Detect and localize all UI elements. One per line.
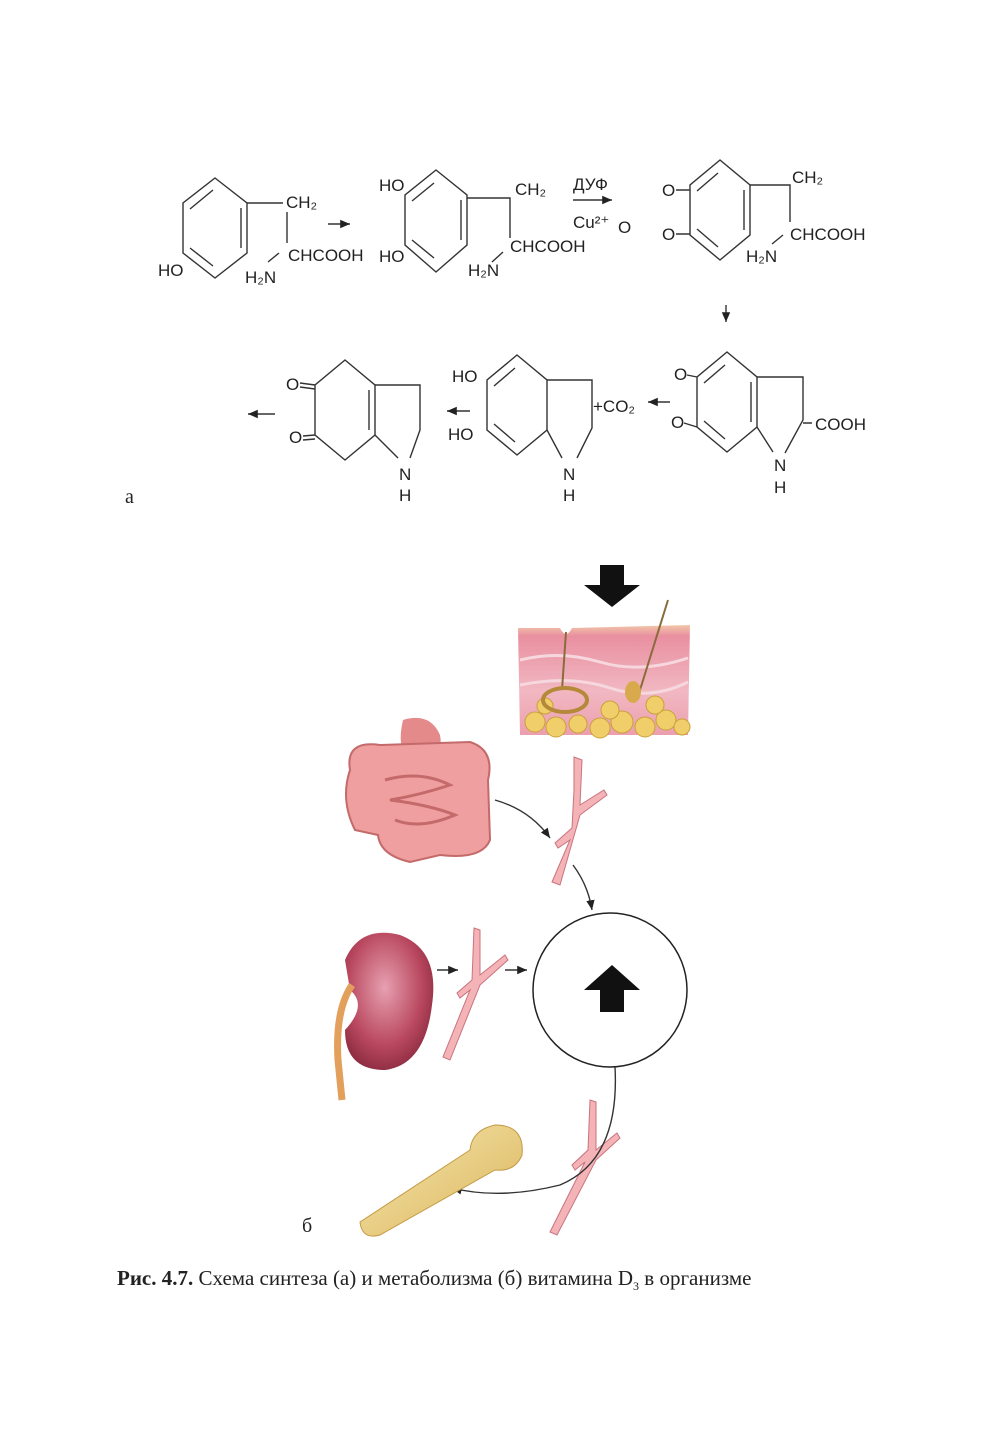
ho-top-label: HO <box>452 367 478 386</box>
o-top-label: O <box>662 181 675 200</box>
figure-caption: Рис. 4.7. Схема синтеза (а) и метаболизм… <box>117 1266 751 1294</box>
h2n-label: H₂N <box>468 261 499 280</box>
h2n-label: H₂N <box>746 247 777 266</box>
molecule-tyrosine: CH₂ CHCOOH H₂N HO <box>158 177 364 287</box>
bone-illustration <box>359 1124 523 1237</box>
up-arrow-icon <box>584 965 640 1012</box>
part-b-label: б <box>302 1215 312 1237</box>
h2n-label: H₂N <box>245 268 276 287</box>
reagent-o: O <box>618 218 631 237</box>
cooh-label: COOH <box>815 415 866 434</box>
caption-prefix: Рис. 4.7. <box>117 1266 194 1290</box>
flow-arrow <box>494 799 551 839</box>
molecule-dopachrome: O O COOH N H <box>671 351 866 497</box>
h-label: H <box>399 486 411 505</box>
ho-label: HO <box>158 261 184 280</box>
co2-label: +CO₂ <box>593 397 635 416</box>
o-top-label: O <box>674 365 687 384</box>
ho-bottom-label: HO <box>379 247 405 266</box>
intestine-illustration <box>345 717 492 864</box>
blood-vessel <box>442 756 621 1236</box>
reagent-arrow: ДУФ Cu²⁺ O <box>573 175 631 237</box>
o-top-label: O <box>286 375 299 394</box>
ch2-label: CH₂ <box>286 193 317 212</box>
caption-subscript: 3 <box>633 1279 640 1294</box>
uv-down-arrow-icon <box>584 565 640 607</box>
reagent-cu: Cu²⁺ <box>573 213 609 232</box>
part-a-label: а <box>125 486 134 508</box>
chcooh-label: CHCOOH <box>288 246 364 265</box>
chcooh-label: CHCOOH <box>790 225 866 244</box>
skin-illustration <box>518 599 691 739</box>
n-label: N <box>399 465 411 484</box>
n-label: N <box>774 456 786 475</box>
molecule-dopa: HO HO CH₂ CHCOOH H₂N <box>379 169 586 280</box>
ch2-label: CH₂ <box>515 180 546 199</box>
molecule-dihydroxyindoline: HO HO N H <box>448 354 593 505</box>
molecule-dopaquinone: O O CH₂ CHCOOH H₂N <box>662 159 866 266</box>
ho-bottom-label: HO <box>448 425 474 444</box>
ho-top-label: HO <box>379 176 405 195</box>
o-bottom-label: O <box>671 413 684 432</box>
flow-arrow <box>572 864 595 911</box>
ch2-label: CH₂ <box>792 168 823 187</box>
kidney-illustration <box>334 932 434 1101</box>
caption-text: Схема синтеза (а) и метаболизма (б) вита… <box>193 1266 634 1290</box>
o-bottom-label: O <box>289 428 302 447</box>
caption-suffix: в организме <box>639 1266 752 1290</box>
h-label: H <box>774 478 786 497</box>
o-bottom-label: O <box>662 225 675 244</box>
chcooh-label: CHCOOH <box>510 237 586 256</box>
molecule-indolequinone: O O N H <box>286 359 421 505</box>
reagent-duf: ДУФ <box>573 175 608 194</box>
h-label: H <box>563 486 575 505</box>
n-label: N <box>563 465 575 484</box>
flow-arrow <box>451 1066 617 1195</box>
